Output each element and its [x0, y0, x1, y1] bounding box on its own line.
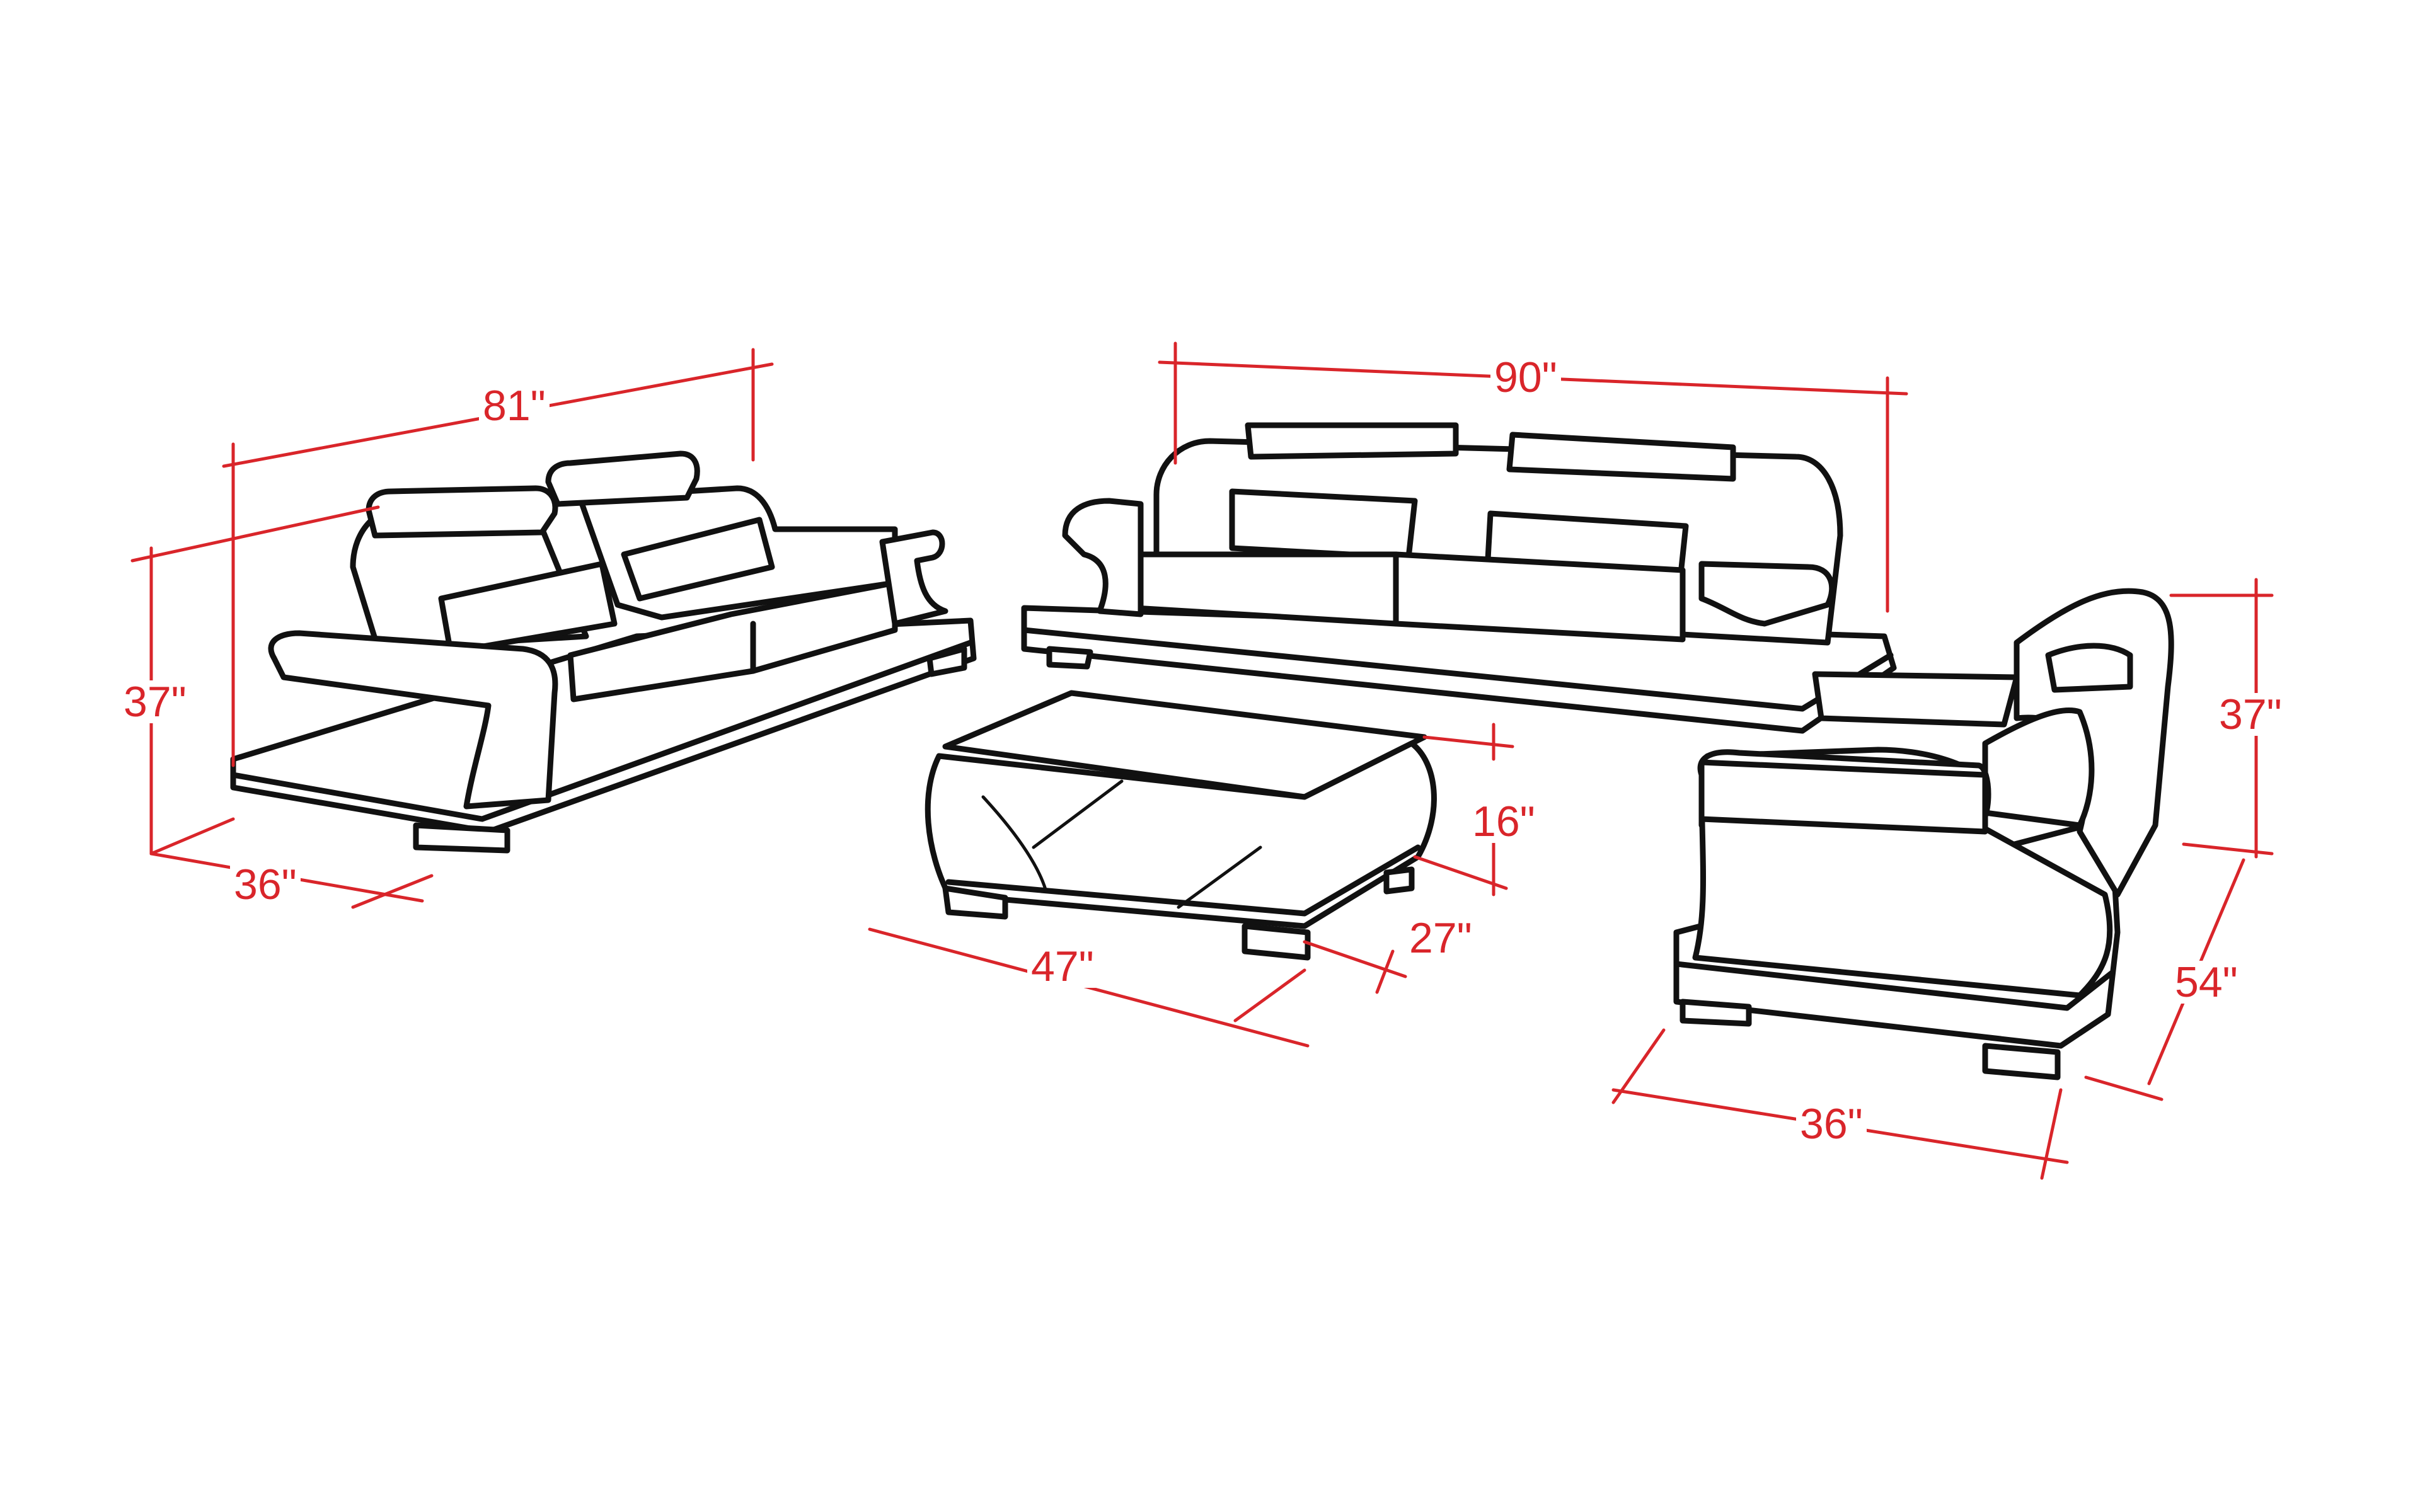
table-depth-label: 27": [1405, 917, 1476, 959]
coffee-table-drawing: [925, 690, 1437, 961]
sofa-drawing: [1021, 422, 1897, 734]
loveseat-drawing: [230, 450, 977, 854]
loveseat-depth-label: 36": [230, 863, 301, 906]
chair-depth-label: 54": [2171, 961, 2242, 1004]
table-height-label: 16": [1468, 800, 1539, 843]
table-width-label: 47": [1027, 945, 1098, 988]
chair-width-label: 36": [1796, 1102, 1867, 1145]
loveseat-height-label: 37": [120, 680, 190, 723]
chair-height-label: 37": [2215, 693, 2286, 736]
loveseat-width-label: 81": [479, 384, 550, 427]
sofa-width-label: 90": [1490, 356, 1561, 399]
chair-drawing: [1673, 588, 2174, 1080]
